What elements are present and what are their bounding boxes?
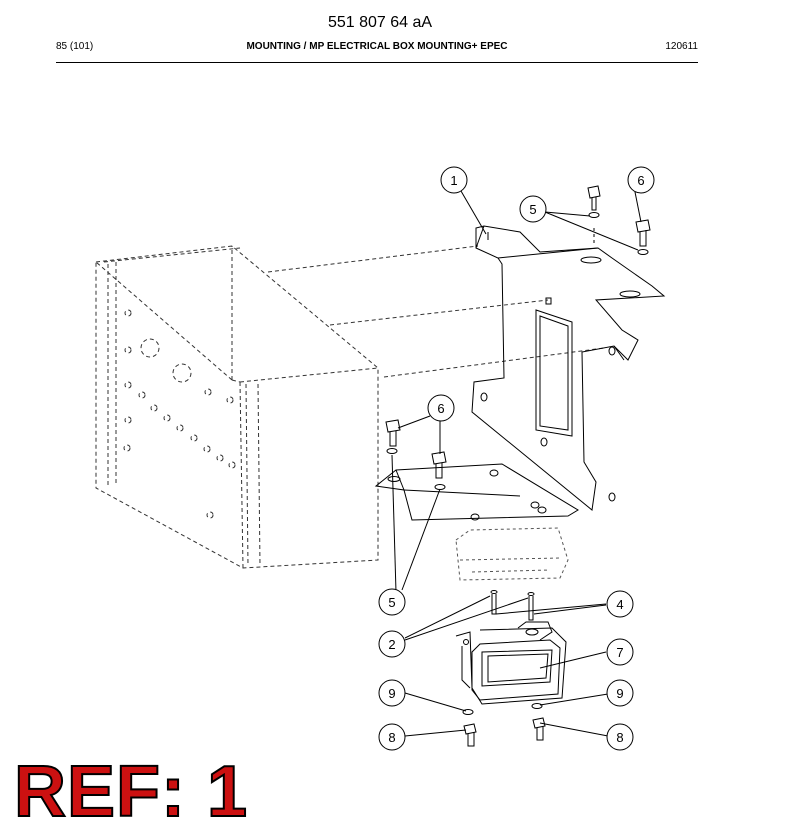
callout-8-left: 8 — [388, 730, 395, 745]
document-number: 551 807 64 aA — [327, 14, 433, 31]
leader-lines — [391, 190, 642, 737]
hardware-bottom — [462, 703, 546, 747]
callout-4: 4 — [616, 597, 623, 612]
hardware-middle — [385, 419, 447, 490]
section-title: MOUNTING / MP ELECTRICAL BOX MOUNTING+ E… — [246, 41, 508, 52]
mounting-bracket — [374, 225, 666, 521]
hardware-top — [587, 185, 651, 255]
callout-labels: 1 6 5 6 5 4 2 7 9 9 8 8 — [388, 173, 644, 745]
callout-2: 2 — [388, 637, 395, 652]
header-rule — [56, 62, 698, 63]
callout-9-right: 9 — [616, 686, 623, 701]
callout-circles — [378, 166, 655, 751]
header-row: 85 (101) MOUNTING / MP ELECTRICAL BOX MO… — [56, 41, 698, 55]
date-code: 120611 — [665, 41, 698, 52]
module-phantom — [455, 527, 569, 581]
callout-6-top: 6 — [637, 173, 644, 188]
callout-7: 7 — [616, 645, 623, 660]
page-reference: 85 (101) — [56, 41, 94, 52]
hardware-lower — [490, 590, 535, 621]
callout-9-left: 9 — [388, 686, 395, 701]
electrical-box-phantom — [95, 245, 605, 569]
epec-controller — [455, 621, 567, 705]
callout-8-right: 8 — [616, 730, 623, 745]
ref-label: REF: 1 — [13, 752, 249, 832]
callout-6-mid: 6 — [437, 401, 444, 416]
callout-5-top: 5 — [529, 202, 536, 217]
callout-1: 1 — [450, 173, 457, 188]
callout-5-bottom: 5 — [388, 595, 395, 610]
